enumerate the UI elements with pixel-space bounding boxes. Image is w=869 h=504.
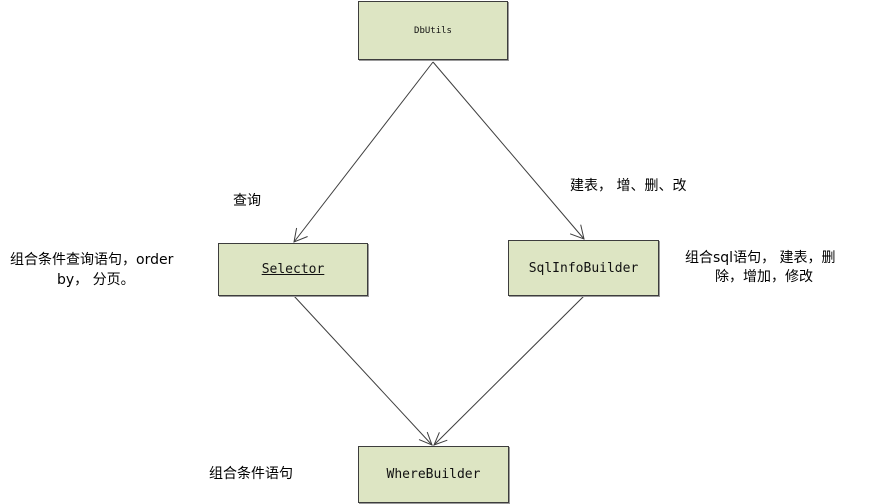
arrowhead-selector	[293, 227, 308, 243]
label-where-desc: 组合条件语句	[209, 466, 293, 482]
label-create-crud: 建表， 增、删、改	[570, 178, 687, 194]
node-selector: Selector	[218, 243, 368, 296]
arrowhead-wherebuilder-right	[433, 432, 448, 446]
node-sqlinfobuilder: SqlInfoBuilder	[508, 240, 659, 296]
label-selector-desc-line2: by， 分页。	[57, 272, 135, 288]
node-sqlinfobuilder-label: SqlInfoBuilder	[528, 260, 639, 276]
edge-sqlinfobuilder-to-wherebuilder	[433, 295, 585, 446]
edge-selector-to-wherebuilder	[293, 295, 433, 446]
edge-dbutils-to-sqlinfobuilder	[432, 61, 585, 240]
node-wherebuilder-label: WhereBuilder	[386, 467, 481, 482]
label-sqlinfo-desc-line2: 除，增加，修改	[715, 269, 813, 285]
edge-dbutils-to-selector	[293, 61, 434, 243]
node-wherebuilder: WhereBuilder	[358, 446, 509, 503]
label-sqlinfo-desc-line1: 组合sql语句， 建表，删	[685, 250, 836, 266]
node-selector-label: Selector	[261, 262, 325, 277]
arrowhead-wherebuilder-left	[418, 431, 433, 446]
label-selector-desc-line1: 组合条件查询语句，order	[10, 252, 174, 268]
node-dbutils-label: DbUtils	[414, 25, 452, 36]
label-query: 查询	[233, 193, 261, 209]
node-dbutils: DbUtils	[358, 1, 508, 60]
arrowhead-sqlinfobuilder	[569, 224, 585, 240]
